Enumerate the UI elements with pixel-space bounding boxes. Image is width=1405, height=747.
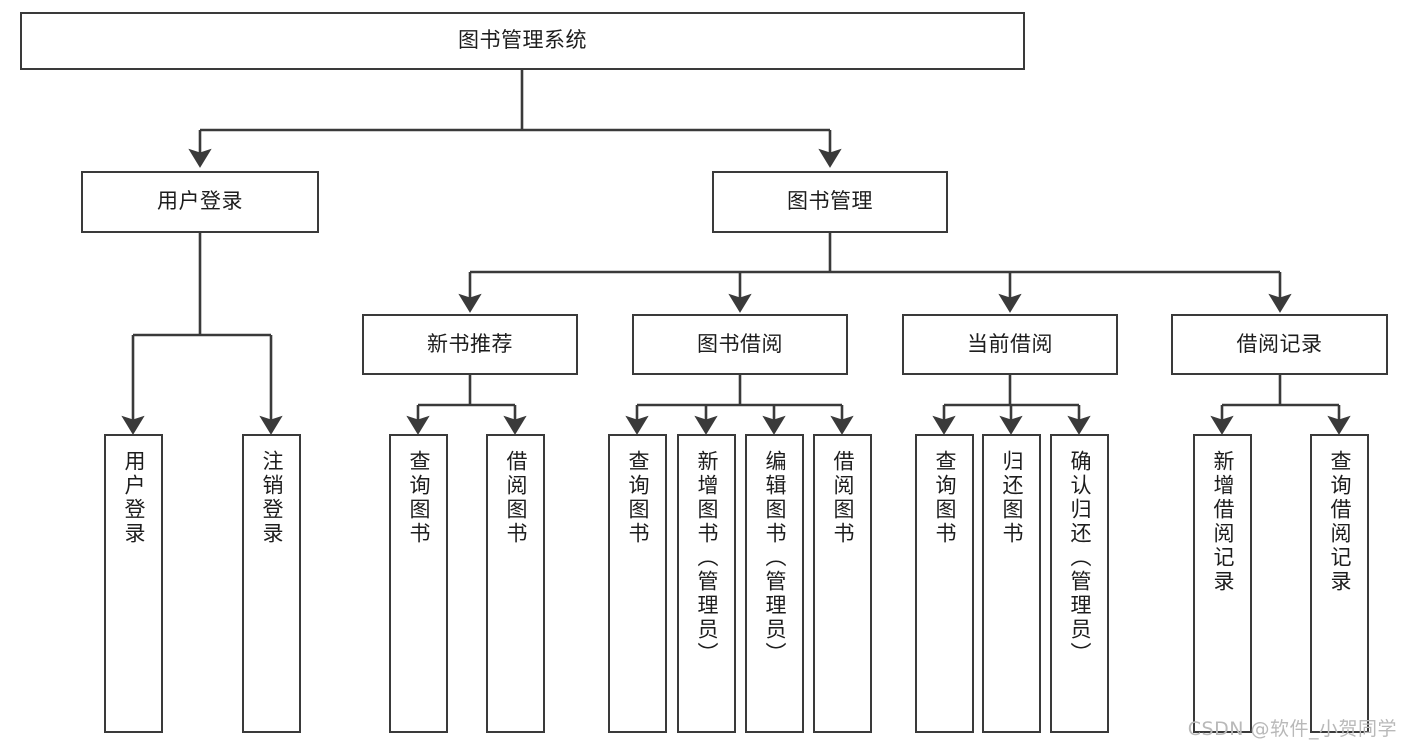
node-label: 新增图书（管理员） — [695, 450, 719, 666]
node-user-login[interactable]: 用户登录 — [81, 171, 319, 233]
node-new-book-recommend[interactable]: 新书推荐 — [362, 314, 578, 375]
node-label: 图书管理 — [787, 189, 873, 214]
node-label: 当前借阅 — [967, 331, 1053, 356]
node-root-system[interactable]: 图书管理系统 — [20, 12, 1025, 70]
node-label: 图书借阅 — [697, 331, 783, 356]
node-label: 借阅记录 — [1236, 331, 1323, 356]
node-label: 归还图书 — [1000, 450, 1024, 546]
node-label: 用户登录 — [157, 189, 243, 214]
leaf-query-book-current[interactable]: 查询图书 — [915, 434, 974, 733]
node-label: 编辑图书（管理员） — [763, 450, 787, 666]
node-label: 用户登录 — [122, 450, 146, 546]
node-label: 查询图书 — [933, 450, 957, 546]
node-current-borrow[interactable]: 当前借阅 — [902, 314, 1118, 375]
node-borrow-record[interactable]: 借阅记录 — [1171, 314, 1388, 375]
node-label: 借阅图书 — [504, 450, 528, 546]
leaf-confirm-return-admin[interactable]: 确认归还（管理员） — [1050, 434, 1109, 733]
node-label: 查询图书 — [626, 450, 650, 546]
node-label: 新增借阅记录 — [1211, 450, 1235, 594]
watermark-text: CSDN @软件_小贺同学 — [1187, 718, 1397, 740]
node-label: 注销登录 — [260, 450, 284, 546]
node-label: 查询图书 — [407, 450, 431, 546]
node-label: 新书推荐 — [427, 331, 513, 356]
node-book-management[interactable]: 图书管理 — [712, 171, 948, 233]
leaf-edit-book-admin[interactable]: 编辑图书（管理员） — [745, 434, 804, 733]
node-label: 借阅图书 — [831, 450, 855, 546]
node-label: 图书管理系统 — [458, 28, 587, 53]
leaf-borrow-book[interactable]: 借阅图书 — [813, 434, 872, 733]
node-book-borrow[interactable]: 图书借阅 — [632, 314, 848, 375]
node-label: 查询借阅记录 — [1328, 450, 1352, 594]
leaf-query-borrow-record[interactable]: 查询借阅记录 — [1310, 434, 1369, 733]
leaf-add-book-admin[interactable]: 新增图书（管理员） — [677, 434, 736, 733]
leaf-borrow-book-recommend[interactable]: 借阅图书 — [486, 434, 545, 733]
leaf-query-book-recommend[interactable]: 查询图书 — [389, 434, 448, 733]
leaf-user-login[interactable]: 用户登录 — [104, 434, 163, 733]
leaf-return-book[interactable]: 归还图书 — [982, 434, 1041, 733]
leaf-logout-login[interactable]: 注销登录 — [242, 434, 301, 733]
leaf-query-book-borrow[interactable]: 查询图书 — [608, 434, 667, 733]
leaf-add-borrow-record[interactable]: 新增借阅记录 — [1193, 434, 1252, 733]
node-label: 确认归还（管理员） — [1068, 450, 1092, 666]
